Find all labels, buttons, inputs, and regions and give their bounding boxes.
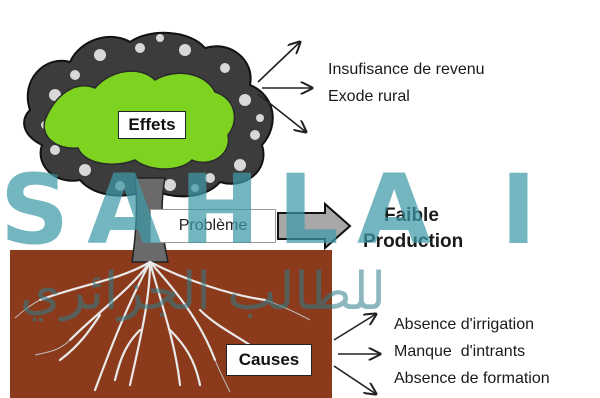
effects-label: Effets <box>118 111 186 139</box>
watermark-arabic: للطالب الجزائري <box>20 262 386 322</box>
effect-arrows <box>257 42 312 132</box>
watermark-latin: SAHLA I <box>0 154 555 266</box>
tree-roots <box>38 260 267 392</box>
problem-arrow <box>277 201 352 251</box>
effect-item-rural-exodus: Exode rural <box>328 88 410 105</box>
cause-item-training: Absence de formation <box>394 370 550 387</box>
effect-item-income: Insufisance de revenu <box>328 61 485 78</box>
cause-arrows <box>333 314 380 394</box>
cause-item-inputs: Manque d'intrants <box>394 343 526 360</box>
problem-result-line1: Faible <box>384 205 439 226</box>
cause-item-irrigation: Absence d'irrigation <box>394 316 535 333</box>
problem-label: Problème <box>150 209 276 243</box>
causes-label: Causes <box>226 344 312 376</box>
tree-root-hairs <box>14 299 311 393</box>
problem-result-line2: Production <box>363 231 464 252</box>
